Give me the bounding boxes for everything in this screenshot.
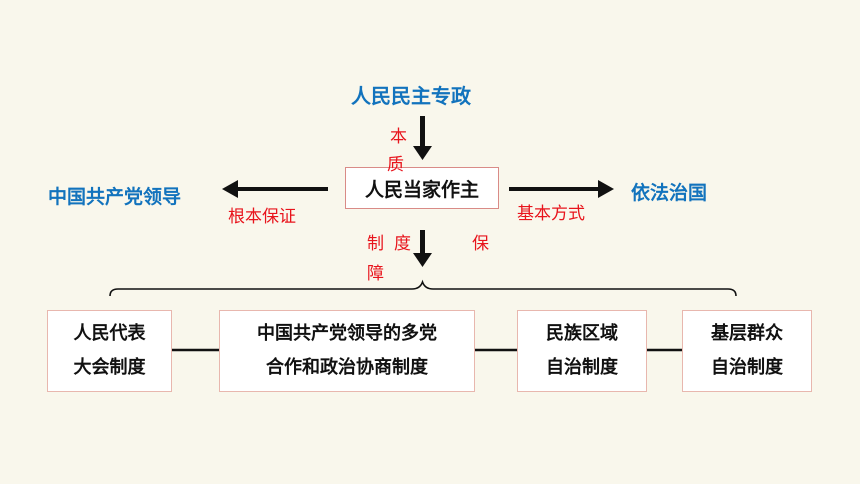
- system-line: 中国共产党领导的多党: [257, 323, 437, 344]
- system-line: 自治制度: [711, 357, 783, 378]
- label-essence-2: 质: [387, 155, 404, 175]
- label-essence-1: 本: [390, 127, 407, 147]
- label-system-4: 障: [367, 264, 384, 284]
- node-rule-of-law: 依法治国: [631, 182, 708, 204]
- label-system-2: 度: [394, 234, 411, 254]
- arrow-system-guarantee: [413, 230, 432, 267]
- system-line: 民族区域: [546, 323, 618, 344]
- label-system-3: 保: [472, 234, 489, 254]
- system-line: 大会制度: [73, 357, 146, 378]
- system-line: 自治制度: [546, 357, 618, 378]
- node-party-leadership: 中国共产党领导: [48, 186, 182, 208]
- node-people-democratic-dictatorship: 人民民主专政: [351, 84, 471, 108]
- arrow-root-guarantee: [222, 180, 328, 198]
- system-regional-ethnic-autonomy: 民族区域 自治制度: [517, 310, 647, 392]
- label-root-guarantee: 根本保证: [228, 207, 296, 227]
- system-line: 人民代表: [73, 323, 146, 344]
- system-grassroots-self-governance: 基层群众 自治制度: [682, 310, 812, 392]
- system-multiparty-cooperation: 中国共产党领导的多党 合作和政治协商制度: [219, 310, 475, 392]
- label-system-1: 制: [367, 234, 384, 254]
- node-people-as-masters: 人民当家作主: [345, 167, 499, 209]
- system-line: 基层群众: [711, 323, 783, 344]
- brace: [109, 279, 737, 297]
- system-peoples-congress: 人民代表 大会制度: [47, 310, 172, 392]
- label-basic-method: 基本方式: [517, 204, 585, 224]
- arrow-essence: [413, 116, 432, 160]
- system-line: 合作和政治协商制度: [266, 357, 428, 378]
- arrow-basic-method: [509, 180, 614, 198]
